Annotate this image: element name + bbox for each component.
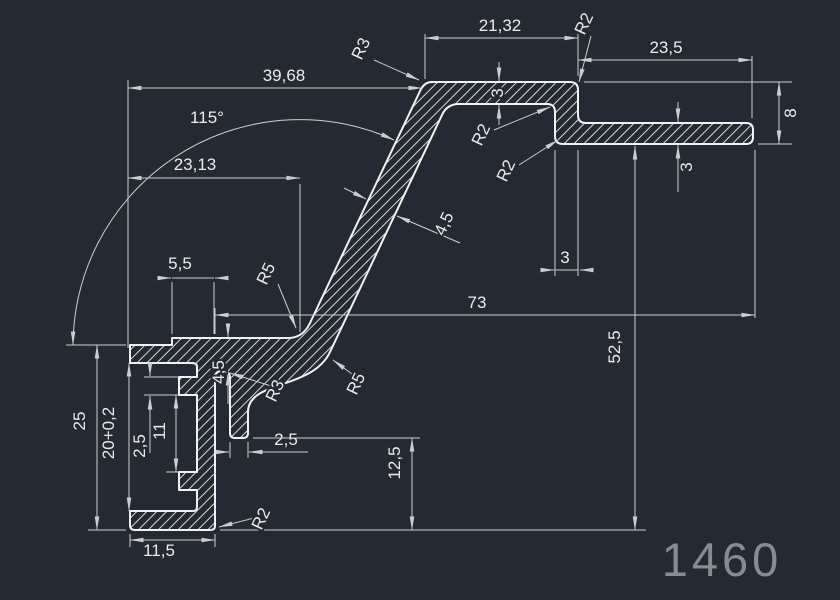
dim-tab-width: 5,5 xyxy=(157,252,229,334)
dim-angle-label: 115° xyxy=(190,108,224,127)
radius-junction-upper-label: R5 xyxy=(253,260,279,288)
part-number: 1460 xyxy=(662,533,783,586)
dim-tab-width-label: 5,5 xyxy=(168,254,192,273)
dim-right-top-width: 23,5 xyxy=(577,36,753,118)
dim-left-height-label: 25 xyxy=(70,412,89,431)
dim-left-mid-width-label: 23,13 xyxy=(174,155,217,174)
dim-tooth-spacing-label: 11 xyxy=(150,422,169,440)
radius-step-inner-lower-label: R2 xyxy=(493,157,519,185)
dim-top-bar-thickness: 3 xyxy=(486,62,509,125)
dim-top-bar-thickness-label: 3 xyxy=(488,88,507,97)
dim-arm-thickness-label: 4,5 xyxy=(430,209,457,238)
dim-bottom-width: 11,5 xyxy=(129,534,216,562)
dim-right-end-height-label: 8 xyxy=(781,108,800,117)
dim-channel-opening: 20+0,2 xyxy=(97,362,132,512)
dim-tab-height: 4,5 xyxy=(207,323,231,404)
dim-right-top-width-label: 23,5 xyxy=(649,38,682,57)
dim-upper-left-width: 39,68 xyxy=(127,34,426,348)
dim-hook-clearance-height-label: 12,5 xyxy=(385,446,404,479)
dim-flange-thickness: 3 xyxy=(675,102,698,192)
dim-channel-opening-label: 20+0,2 xyxy=(99,407,118,459)
dim-bottom-width-label: 11,5 xyxy=(143,541,175,560)
dim-right-height: 52,5 xyxy=(220,145,646,531)
dim-top-width-label: 21,32 xyxy=(479,16,522,35)
dim-top-width: 21,32 xyxy=(424,14,579,76)
dim-flange-thickness-label: 3 xyxy=(677,162,696,171)
dim-angle: 115° xyxy=(66,106,395,346)
dim-right-height-label: 52,5 xyxy=(605,330,624,363)
dim-left-height: 25 xyxy=(68,344,126,531)
dim-left-mid-width: 23,13 xyxy=(127,153,301,332)
dim-hook-thickness: 2,5 xyxy=(215,428,308,458)
dim-step-width-label: 3 xyxy=(560,248,569,267)
radius-bottom-right-label: R2 xyxy=(248,505,274,533)
dim-tooth-thickness: 2,5 xyxy=(128,362,178,460)
dim-tooth-spacing: 11 xyxy=(144,394,179,473)
radius-step-inner-upper-label: R2 xyxy=(468,121,494,149)
radius-top-right-label: R2 xyxy=(571,10,597,38)
dim-step-width: 3 xyxy=(540,150,594,276)
dim-tooth-thickness-label: 2,5 xyxy=(130,434,149,458)
radius-top-left-label: R3 xyxy=(348,35,374,63)
dim-hook-clearance-height: 12,5 xyxy=(253,437,420,531)
dim-overall-width-label: 73 xyxy=(468,293,487,312)
radius-arm-lower-label: R5 xyxy=(343,370,369,398)
dim-upper-left-width-label: 39,68 xyxy=(263,66,306,85)
dim-tab-height-label: 4,5 xyxy=(209,360,228,384)
profile-cross-section xyxy=(129,81,754,531)
dim-hook-thickness-label: 2,5 xyxy=(274,430,298,449)
dim-right-end-height: 8 xyxy=(584,81,802,145)
